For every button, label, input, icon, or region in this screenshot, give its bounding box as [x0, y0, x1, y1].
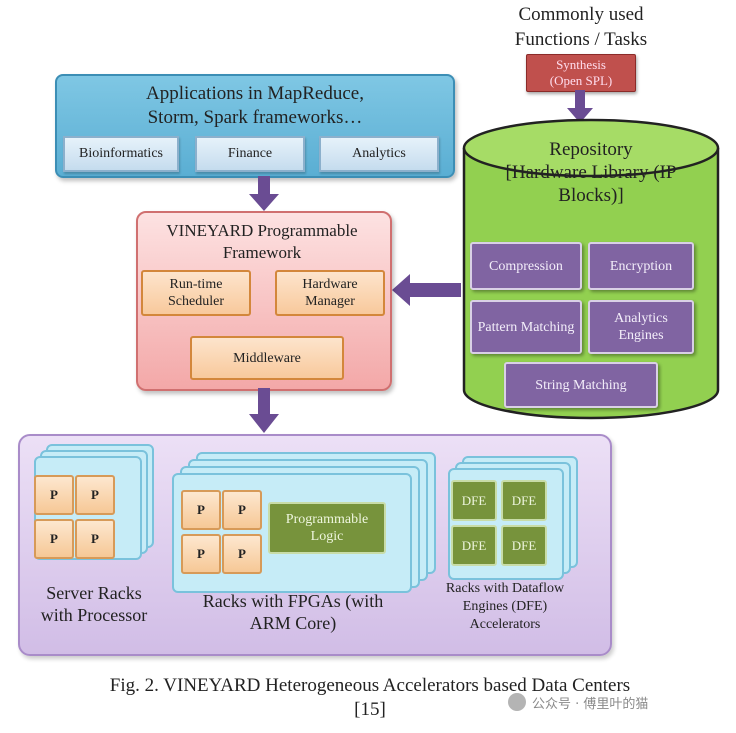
ip-compression: Compression — [470, 242, 582, 290]
processor-chip: P — [181, 534, 221, 574]
processor-chip: P — [75, 475, 115, 515]
figure-caption: Fig. 2. VINEYARD Heterogeneous Accelerat… — [109, 675, 631, 720]
watermark: 公众号 · 傅里叶的猫 — [508, 690, 718, 714]
processor-chip: P — [181, 490, 221, 530]
fpga-racks-label: Racks with FPGAs (with ARM Core) — [202, 591, 384, 633]
runtime-scheduler: Run-time Scheduler — [141, 270, 251, 316]
wechat-icon — [508, 693, 526, 711]
app-finance: Finance — [195, 136, 305, 172]
dfe-chip: DFE — [451, 480, 497, 521]
arrow-apps-to-framework — [249, 176, 279, 211]
synthesis-box: Synthesis (Open SPL) — [526, 54, 636, 92]
processor-chip: P — [75, 519, 115, 559]
app-analytics: Analytics — [319, 136, 439, 172]
app-bioinformatics: Bioinformatics — [63, 136, 179, 172]
ip-pattern-matching: Pattern Matching — [470, 300, 582, 354]
commonly-used-label: Commonly used Functions / Tasks — [514, 4, 648, 50]
processor-chip: P — [34, 519, 74, 559]
ip-analytics-engines: Analytics Engines — [588, 300, 694, 354]
applications-box: Applications in MapReduce, Storm, Spark … — [55, 74, 455, 178]
server-racks-label: Server Racks with Processor — [40, 583, 148, 625]
framework-title: VINEYARD Programmable Framework — [166, 221, 358, 262]
repository-title: Repository [Hardware Library (IP Blocks)… — [505, 139, 677, 206]
arrow-synthesis-to-repository — [567, 90, 593, 123]
middleware: Middleware — [190, 336, 344, 380]
hardware-manager: Hardware Manager — [275, 270, 385, 316]
dfe-chip: DFE — [501, 480, 547, 521]
ip-string-matching: String Matching — [504, 362, 658, 408]
dfe-chip: DFE — [451, 525, 497, 566]
arrow-framework-to-racks — [249, 388, 279, 433]
processor-chip: P — [222, 534, 262, 574]
ip-encryption: Encryption — [588, 242, 694, 290]
processor-chip: P — [222, 490, 262, 530]
dfe-racks-label: Racks with Dataflow Engines (DFE) Accele… — [445, 581, 565, 632]
applications-title: Applications in MapReduce, Storm, Spark … — [146, 83, 364, 128]
processor-chip: P — [34, 475, 74, 515]
arrow-repository-to-framework — [392, 274, 461, 306]
dfe-chip: DFE — [501, 525, 547, 566]
programmable-logic: Programmable Logic — [268, 502, 386, 554]
